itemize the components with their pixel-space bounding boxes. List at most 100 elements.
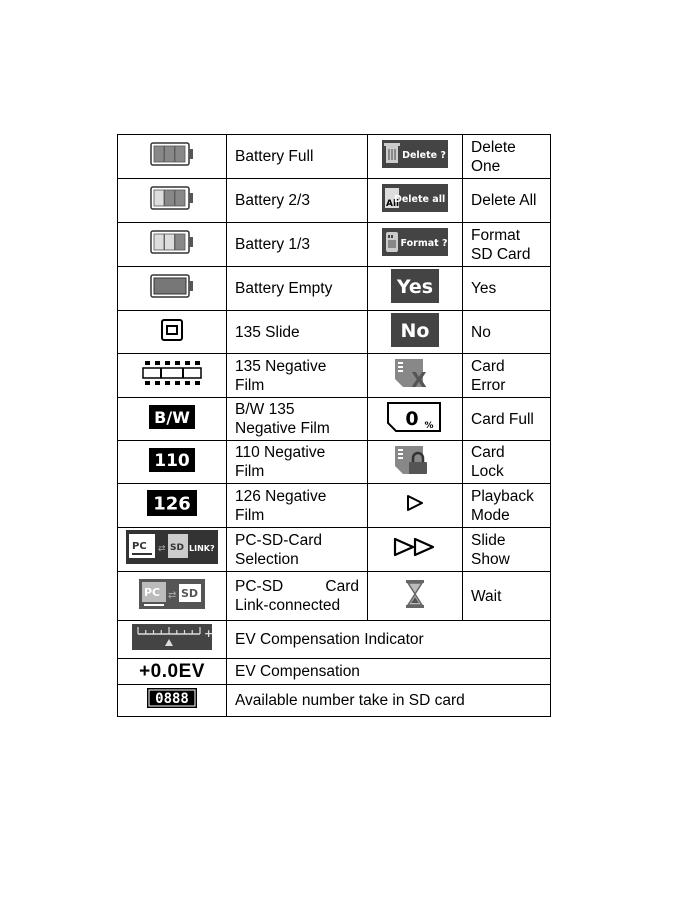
playback-mode-icon (405, 494, 425, 517)
row-icon-cell: 0888 (117, 684, 227, 717)
bw-135-negative-film-icon: B/W (149, 404, 195, 434)
icon-text: PC (144, 586, 160, 599)
row-icon-cell (117, 134, 227, 179)
row-icon-cell: 126 (117, 483, 227, 528)
row-icon-cell (117, 310, 227, 354)
row-icon-cell: B/W (117, 397, 227, 441)
icon-text: SD (170, 543, 184, 553)
card-error-icon: X (393, 357, 437, 394)
icon-text: SD (181, 587, 198, 600)
table-row: +0.0EV EV Compensation (117, 658, 551, 685)
row-icon2-cell (367, 483, 463, 528)
row-label2: Yes (462, 266, 551, 311)
row-label: EV Compensation (226, 658, 551, 685)
svg-text:+: + (204, 627, 212, 640)
icon-text: Format ? (401, 238, 448, 249)
row-icon2-cell (367, 527, 463, 572)
row-icon2-cell: Delete ? (367, 134, 463, 179)
slide-135-icon (160, 318, 184, 347)
row-icon-cell: PC ⇄ SD (117, 571, 227, 621)
row-icon-cell (117, 222, 227, 267)
pc-sd-link-connected-icon: PC ⇄ SD (139, 578, 205, 614)
negative-film-126-icon: 126 (147, 490, 197, 521)
row-icon-cell: 110 (117, 440, 227, 484)
icon-text: 110 (154, 451, 190, 471)
ev-compensation-indicator-icon: + (132, 624, 213, 655)
yes-icon: Yes (391, 269, 439, 308)
label-part: Card (325, 578, 359, 595)
icon-text: Delete ? (402, 150, 446, 161)
battery-full-icon (150, 142, 194, 171)
svg-text:⇄: ⇄ (158, 543, 166, 553)
icon-text: 0 (405, 408, 418, 430)
row-icon-cell (117, 266, 227, 311)
battery-empty-icon (150, 274, 194, 303)
icon-text: Yes (396, 276, 433, 298)
card-lock-icon (393, 444, 437, 481)
battery-one-third-icon (150, 230, 194, 259)
icon-text: PC (132, 541, 147, 552)
row-icon-cell (117, 353, 227, 398)
row-label: Battery Empty (226, 266, 368, 311)
delete-one-icon: Delete ? (382, 140, 448, 173)
available-number-icon: 0888 (147, 688, 197, 713)
row-icon2-cell: X (367, 353, 463, 398)
row-icon2-cell: Yes (367, 266, 463, 311)
row-icon2-cell: 0% (367, 397, 463, 441)
no-icon: No (391, 312, 439, 352)
row-icon-cell: + (117, 620, 227, 659)
table-row: 0888 Available number take in SD card (117, 684, 551, 717)
row-icon-cell: +0.0EV (117, 658, 227, 685)
table-row: Battery Empty Yes Yes (117, 266, 551, 311)
icon-text: 126 (153, 493, 191, 514)
card-full-icon: 0% (386, 401, 444, 438)
ev-compensation-icon: +0.0EV (139, 660, 205, 682)
icon-text: B/W (154, 407, 190, 426)
row-label: Available number take in SD card (226, 684, 551, 717)
row-icon-cell (117, 178, 227, 223)
negative-film-110-icon: 110 (149, 447, 195, 477)
row-label2: Wait (462, 571, 551, 621)
icon-text: 0888 (155, 691, 189, 707)
icon-text: LINK? (189, 544, 215, 553)
row-label: 135 Slide (226, 310, 368, 354)
table-row: +EV Compensation Indicator (117, 620, 551, 659)
row-label: Battery 2/3 (226, 178, 368, 223)
row-label2: No (462, 310, 551, 354)
label-part: Link-connected (235, 597, 341, 614)
negative-film-135-icon (141, 360, 203, 391)
svg-text:⇄: ⇄ (168, 590, 176, 601)
row-label: Battery Full (226, 134, 368, 179)
row-label: Battery 1/3 (226, 222, 368, 267)
label-part: PC-SD (235, 578, 284, 595)
table-row: 135 Slide No No (117, 310, 551, 354)
row-icon2-cell: No (367, 310, 463, 354)
icon-text: Delete all ? (394, 194, 448, 205)
row-icon2-cell (367, 571, 463, 621)
svg-text:X: X (411, 368, 427, 389)
wait-icon (404, 579, 426, 614)
row-icon2-cell: Format ? (367, 222, 463, 267)
row-label2: Delete All (462, 178, 551, 223)
pc-sd-card-selection-icon: PC ⇄ SD LINK? (126, 530, 218, 569)
